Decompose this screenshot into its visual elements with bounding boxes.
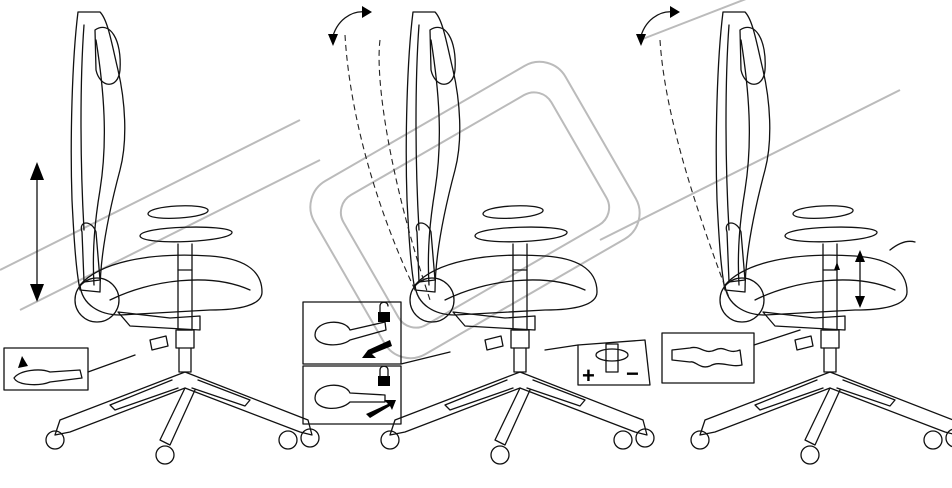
panel-backrest-tilt: + − (302, 6, 655, 465)
chair-drawing (380, 11, 655, 465)
tension-knob-inset: + − (544, 339, 651, 388)
lock-lever-inset (302, 301, 451, 425)
panel-seat-height (3, 11, 320, 465)
arrow-up-icon (18, 356, 28, 368)
unlock-icon (378, 301, 390, 322)
rotate-arrow-icon (328, 6, 372, 46)
arrow-back-icon (362, 340, 392, 358)
lever-inset (3, 347, 136, 391)
chair-drawing (690, 11, 952, 465)
arrow-up-icon (834, 262, 840, 270)
chair-drawing (45, 11, 320, 465)
rotate-arrow-icon (636, 6, 680, 46)
arrow-forward-icon (366, 400, 396, 418)
tension-spring-inset (661, 329, 801, 384)
up-down-arrow-icon (855, 250, 865, 308)
minus-label: − (626, 361, 639, 386)
plus-label: + (582, 363, 595, 388)
up-down-arrow-icon (30, 162, 44, 302)
panel-seat-tilt (636, 6, 952, 465)
lock-icon (378, 365, 390, 386)
